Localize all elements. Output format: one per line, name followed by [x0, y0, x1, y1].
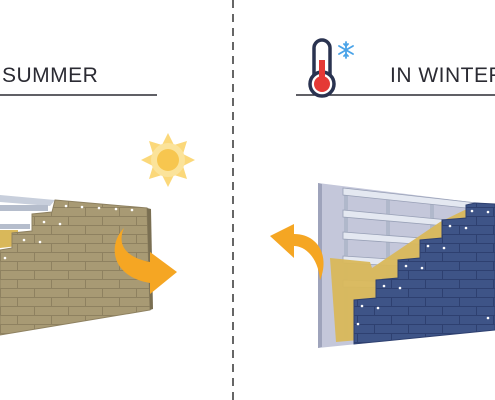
- snowflake-icon: [338, 41, 354, 59]
- summer-fasteners: [3, 204, 134, 260]
- thermometer-icon: [308, 38, 336, 98]
- summer-rail: [0, 224, 30, 229]
- summer-label: SUMMER: [2, 64, 99, 87]
- winter-cladding: [353, 202, 495, 345]
- sun-icon: [141, 133, 195, 187]
- winter-fasteners: [356, 209, 490, 326]
- winter-label: IN WINTER: [390, 64, 495, 87]
- winter-wall: [318, 183, 495, 348]
- summer-rail: [0, 205, 48, 211]
- arrow-left-icon: [270, 224, 324, 280]
- arrow-right-icon: [114, 228, 177, 294]
